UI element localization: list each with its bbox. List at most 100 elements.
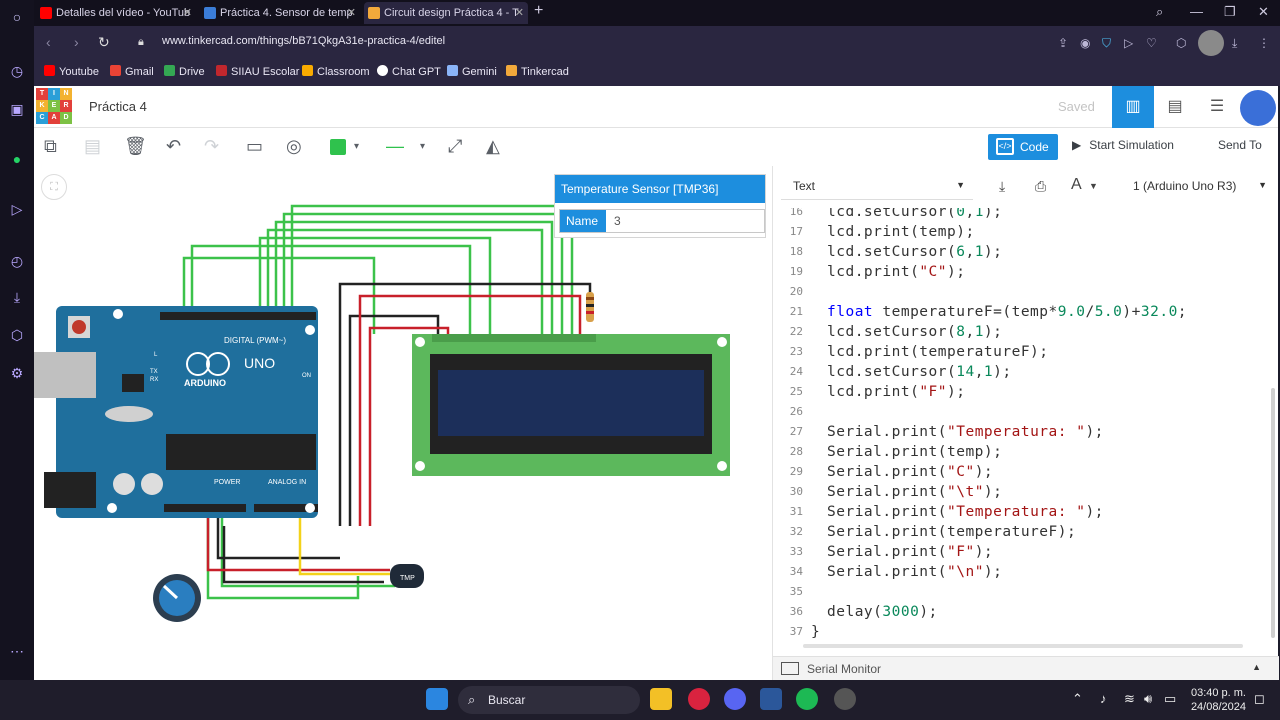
menu-icon[interactable]: ⋮ (1258, 36, 1270, 50)
download-icon[interactable]: ⤓ (1232, 36, 1238, 50)
start-simulation-button[interactable]: ▶Start Simulation (1072, 138, 1174, 152)
design-title[interactable]: Práctica 4 (89, 99, 147, 114)
chevron-down-icon[interactable]: ▾ (420, 141, 426, 152)
delete-icon[interactable]: 🗑︎ (124, 136, 147, 156)
notifications-icon[interactable]: ◻ (1254, 691, 1265, 706)
send-icon[interactable]: ▷ (11, 201, 23, 217)
undo-icon[interactable]: ↶ (166, 136, 182, 156)
opera-gx-icon[interactable] (688, 688, 710, 710)
serial-monitor-bar[interactable]: Serial Monitor ▲ (773, 656, 1279, 680)
tinkercad-logo[interactable]: T I N K E R C A D (36, 88, 72, 124)
download-code-icon[interactable]: ⤓ (999, 178, 1006, 194)
minimize-icon[interactable]: — (1190, 4, 1203, 19)
horizontal-scrollbar[interactable] (803, 644, 1243, 648)
volume-icon[interactable]: 🔊︎ (1144, 691, 1153, 706)
vertical-scrollbar[interactable] (1269, 208, 1277, 640)
back-icon[interactable]: ‹ (46, 34, 51, 50)
new-tab-button[interactable]: + (534, 2, 544, 19)
bookmark-drive[interactable]: Drive (164, 65, 205, 78)
code-button[interactable]: </>Code (988, 134, 1058, 160)
code-line[interactable]: 20 (777, 282, 1267, 302)
url-field[interactable]: www.tinkercad.com/things/bB71QkgA31e-pra… (162, 35, 446, 47)
bookmark-gmail[interactable]: Gmail (110, 65, 154, 78)
cube-icon[interactable]: ⬡ (1176, 36, 1187, 50)
upload-icon[interactable]: ⎙ (1035, 178, 1047, 194)
tab-youtube[interactable]: Detalles del vídeo - YouTub ✕ (36, 2, 196, 24)
app-icon[interactable] (834, 688, 856, 710)
code-line[interactable]: 37} (777, 622, 1267, 640)
shield-icon[interactable]: ⛉ (1102, 36, 1112, 50)
code-mode-select[interactable]: Text▼ (781, 172, 973, 200)
taskbar-search[interactable]: ⌕ Buscar (458, 686, 640, 714)
chevron-up-icon[interactable]: ▲ (1252, 662, 1261, 672)
tray-chevron-up-icon[interactable]: ⌃ (1072, 691, 1083, 706)
tab-circuit-design[interactable]: Circuit design Práctica 4 - T ✕ (364, 2, 528, 24)
send-to-button[interactable]: Send To (1218, 138, 1262, 152)
schematic-view-button[interactable]: ▤ (1154, 86, 1196, 128)
wire-color-swatch[interactable] (330, 139, 346, 155)
windows-start-icon[interactable] (426, 688, 448, 710)
play-icon[interactable]: ▷ (1124, 36, 1134, 50)
arduino-uno-board[interactable]: ARDUINO UNO DIGITAL (PWM~) POWER ANALOG … (34, 306, 318, 518)
history-icon[interactable]: ◴ (10, 253, 24, 269)
forward-icon[interactable]: › (74, 34, 79, 50)
scroll-thumb[interactable] (1271, 388, 1275, 638)
camera-icon[interactable]: ◉ (1080, 36, 1091, 50)
microphone-icon[interactable]: ♪ (1100, 691, 1107, 706)
name-field[interactable]: Name 3 (559, 209, 765, 233)
opera-logo-icon[interactable]: ○ (12, 9, 22, 25)
extensions-icon[interactable]: ⬡ (10, 327, 24, 343)
bookmark-classroom[interactable]: Classroom (302, 65, 370, 78)
reload-icon[interactable]: ↻ (98, 34, 110, 50)
discord-icon[interactable] (724, 688, 746, 710)
battery-icon[interactable]: ▭ (1164, 691, 1177, 706)
paste-icon[interactable]: ▤ (84, 136, 102, 156)
circuit-canvas[interactable]: ⛶ (34, 166, 772, 680)
notes-icon[interactable]: ▭ (246, 136, 264, 156)
word-icon[interactable] (760, 688, 782, 710)
resistor[interactable] (586, 292, 594, 322)
settings-icon[interactable]: ⚙ (10, 365, 24, 381)
taskbar-clock[interactable]: 03:40 p. m. 24/08/2024 (1190, 686, 1246, 714)
code-line[interactable]: 26 (777, 402, 1267, 422)
lcd-16x2[interactable] (412, 334, 730, 476)
close-icon[interactable]: ✕ (346, 7, 356, 19)
file-explorer-icon[interactable] (650, 688, 672, 710)
font-size-icon[interactable]: A (1071, 176, 1082, 193)
name-value[interactable]: 3 (614, 214, 621, 228)
visibility-icon[interactable]: ◎ (286, 136, 302, 156)
flip-icon[interactable]: ◭ (486, 136, 500, 156)
bookmark-tinkercad[interactable]: Tinkercad (506, 65, 569, 78)
bag-icon[interactable]: ▣ (10, 101, 24, 117)
rotate-icon[interactable]: ⤢ (448, 136, 463, 156)
circuit-view-button[interactable]: ▥ (1112, 86, 1154, 128)
bookmark-chatgpt[interactable]: Chat GPT (377, 65, 441, 78)
tmp36-sensor[interactable]: TMP (390, 564, 424, 588)
bookmark-youtube[interactable]: Youtube (44, 65, 99, 78)
search-tabs-icon[interactable]: ⌕ (1156, 4, 1164, 19)
potentiometer[interactable] (153, 574, 201, 622)
user-avatar[interactable] (1240, 90, 1276, 126)
wire-type-icon[interactable]: — (386, 136, 404, 156)
components-list-button[interactable]: ☰ (1196, 86, 1238, 128)
maximize-icon[interactable]: ❐ (1224, 4, 1236, 19)
close-window-icon[interactable]: ✕ (1258, 4, 1269, 19)
